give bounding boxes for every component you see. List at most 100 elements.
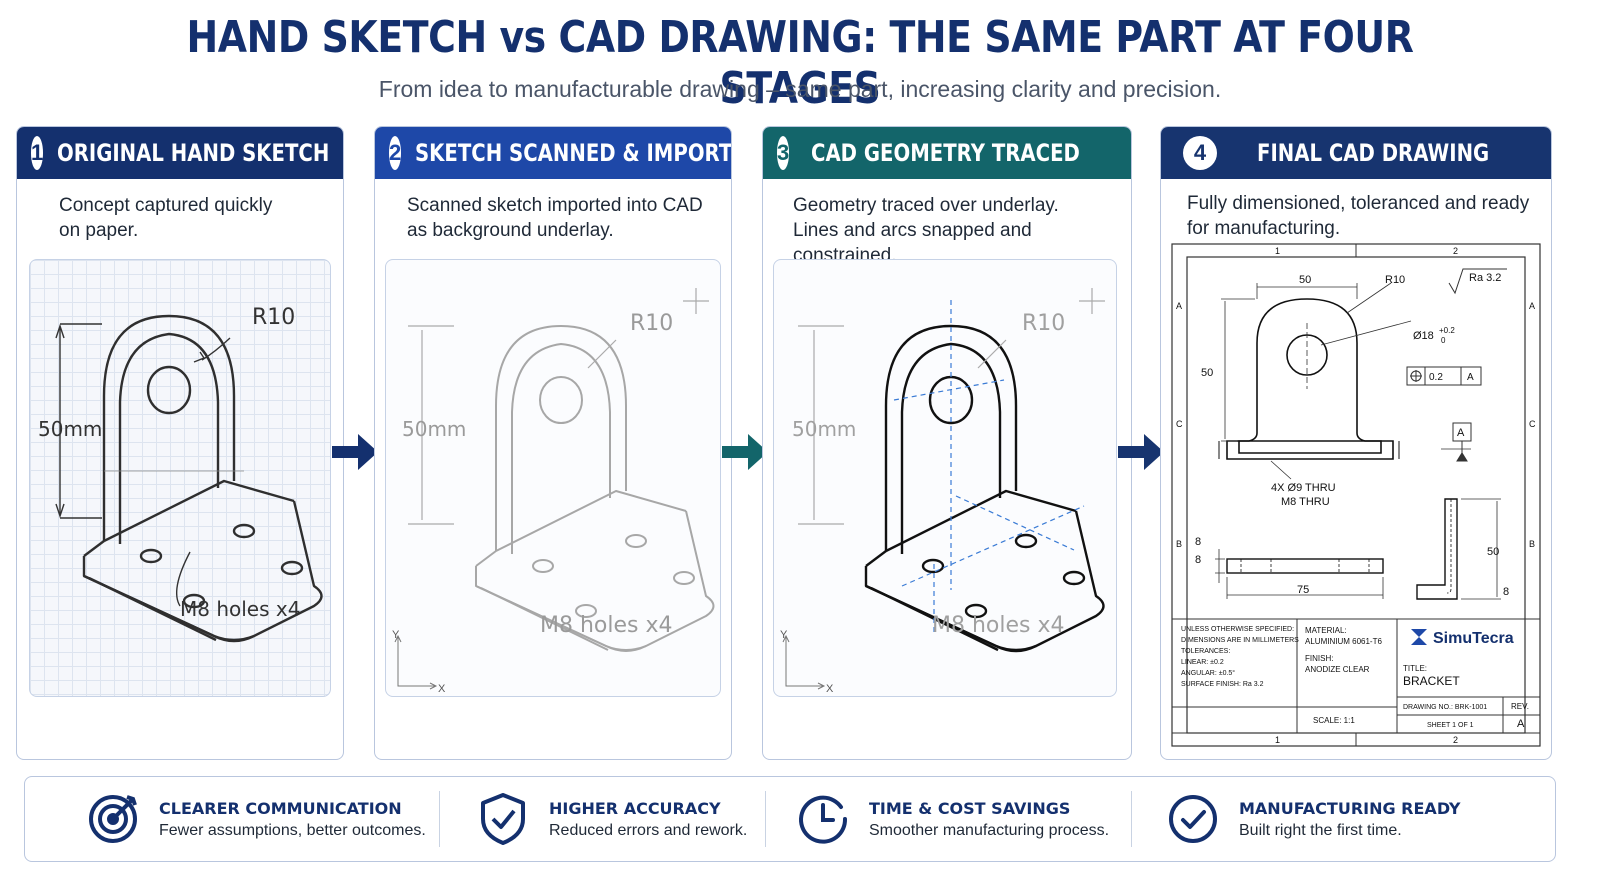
benefit-divider	[1131, 791, 1132, 847]
dim-thickness-1: 8	[1195, 536, 1201, 548]
traced-geometry-canvas: Y X R10 50mm M8 holes x4	[773, 259, 1117, 697]
benefit-2-title: HIGHER ACCURACY	[549, 798, 721, 818]
sketch-height-label: 50mm	[38, 417, 102, 441]
tb-finish-label: FINISH:	[1305, 654, 1333, 663]
tb-brand: SimuTecra	[1433, 630, 1514, 647]
tb-note-6: SURFACE FINISH: Ra 3.2	[1181, 681, 1264, 688]
datum-label: A	[1457, 427, 1465, 439]
stage-3-title: CAD GEOMETRY TRACED	[811, 139, 1081, 167]
underlay-radius-label: R10	[630, 311, 673, 336]
benefit-manufacturing-ready: MANUFACTURING READY Built right the firs…	[1165, 777, 1461, 861]
scanned-sketch-drawing: Y X R10 50mm M8 holes x4	[392, 288, 715, 695]
tb-scale: SCALE: 1:1	[1313, 716, 1355, 725]
zone-label-top-2: 2	[1453, 246, 1458, 256]
dim-side-height: 50	[1487, 546, 1499, 558]
stage-3-description: Geometry traced over underlay. Lines and…	[793, 193, 1131, 268]
hole-tolerance-upper: +0.2	[1439, 326, 1455, 335]
holes-note-1: 4X Ø9 THRU	[1271, 482, 1336, 494]
page-subtitle: From idea to manufacturable drawing – sa…	[378, 76, 1222, 102]
stage-4-title: FINAL CAD DRAWING	[1257, 139, 1490, 167]
arrow-2-to-3	[722, 434, 768, 470]
tb-title-label: TITLE:	[1403, 664, 1427, 673]
benefit-2-text: Reduced errors and rework.	[549, 821, 748, 839]
target-icon	[85, 791, 141, 847]
stage-3-panel: 3 CAD GEOMETRY TRACED Geometry traced ov…	[762, 126, 1132, 760]
hand-sketch-paper: R10 50mm M8 holes x4	[29, 259, 331, 697]
stage-1-desc-line-2: on paper.	[59, 220, 139, 241]
sketch-holes-label: M8 holes x4	[180, 597, 300, 621]
stage-3-desc-line-1: Geometry traced over underlay.	[793, 195, 1059, 216]
page-title: HAND SKETCH vs CAD DRAWING: THE SAME PAR…	[186, 12, 1414, 114]
bottom-view	[1226, 558, 1384, 574]
stage-1-description: Concept captured quickly on paper.	[59, 193, 343, 243]
benefit-divider	[439, 791, 440, 847]
benefit-4-title: MANUFACTURING READY	[1239, 798, 1461, 818]
tb-rev-label: REV.	[1511, 702, 1529, 711]
benefit-divider	[765, 791, 766, 847]
surface-finish-label: Ra 3.2	[1469, 272, 1501, 284]
benefit-3-title: TIME & COST SAVINGS	[869, 798, 1071, 818]
stage-2-number: 2	[389, 136, 402, 170]
underlay-axis-x: X	[438, 683, 446, 695]
dim-length-label: 75	[1297, 584, 1309, 596]
tb-sheet: SHEET 1 OF 1	[1427, 722, 1474, 729]
hole-tolerance-lower: 0	[1441, 336, 1446, 345]
zone-label-right-c: C	[1529, 419, 1536, 429]
benefits-bar: CLEARER COMMUNICATION Fewer assumptions,…	[24, 776, 1556, 862]
fcf-datum: A	[1467, 372, 1474, 383]
stage-1-header: 1 ORIGINAL HAND SKETCH	[17, 127, 343, 179]
stage-3-header: 3 CAD GEOMETRY TRACED	[763, 127, 1131, 179]
front-view	[1218, 298, 1400, 460]
tb-note-4: LINEAR: ±0.2	[1181, 659, 1224, 666]
stage-3-number: 3	[777, 136, 790, 170]
zone-label-right-b: B	[1529, 539, 1535, 549]
side-view	[1416, 498, 1458, 600]
hand-sketch-drawing: R10 50mm M8 holes x4	[38, 305, 323, 643]
title-block	[1171, 618, 1541, 734]
stage-4-panel: 4 FINAL CAD DRAWING Fully dimensioned, t…	[1160, 126, 1552, 760]
arrow-1-to-2	[332, 434, 378, 470]
zone-label-left-a: A	[1176, 301, 1182, 311]
benefit-1-title: CLEARER COMMUNICATION	[159, 798, 402, 818]
benefit-time-cost-savings: TIME & COST SAVINGS Smoother manufacturi…	[795, 777, 1109, 861]
benefit-3-text: Smoother manufacturing process.	[869, 821, 1110, 839]
traced-height-label: 50mm	[792, 417, 856, 441]
hole-diameter-label: Ø18	[1413, 330, 1434, 342]
stage-2-desc-line-1: Scanned sketch imported into CAD	[407, 195, 703, 216]
tb-material: ALUMINIUM 6061-T6	[1305, 637, 1382, 646]
stage-1-number: 1	[31, 136, 44, 170]
scanned-underlay-canvas: Y X R10 50mm M8 holes x4	[385, 259, 721, 697]
stage-1-desc-line-1: Concept captured quickly	[59, 195, 273, 216]
simutecra-logo: SimuTecra	[1411, 629, 1514, 647]
traced-radius-label: R10	[1022, 311, 1065, 336]
tb-finish: ANODIZE CLEAR	[1305, 665, 1370, 674]
tb-note-2: DIMENSIONS ARE IN MILLIMETERS	[1181, 637, 1299, 644]
zone-label-bottom-2: 2	[1453, 735, 1458, 745]
stage-2-header: 2 SKETCH SCANNED & IMPORTED	[375, 127, 731, 179]
tb-title: BRACKET	[1403, 674, 1460, 688]
stage-4-desc-line-2: for manufacturing.	[1187, 218, 1341, 239]
zone-label-left-b: B	[1176, 539, 1182, 549]
benefit-clearer-communication: CLEARER COMMUNICATION Fewer assumptions,…	[85, 777, 426, 861]
sketch-radius-label: R10	[252, 305, 295, 330]
zone-label-bottom-1: 1	[1275, 735, 1280, 745]
traced-axis-y: Y	[780, 629, 788, 641]
stage-1-title: ORIGINAL HAND SKETCH	[57, 139, 330, 167]
zone-label-right-a: A	[1529, 301, 1535, 311]
stage-1-panel: 1 ORIGINAL HAND SKETCH Concept captured …	[16, 126, 344, 760]
traced-axis-x: X	[826, 683, 834, 695]
stage-2-desc-line-2: as background underlay.	[407, 220, 614, 241]
holes-note-2: M8 THRU	[1281, 496, 1330, 508]
dim-radius-label: R10	[1385, 274, 1405, 286]
dim-side-thickness: 8	[1503, 586, 1509, 598]
stage-2-description: Scanned sketch imported into CAD as back…	[407, 193, 727, 243]
stage-4-header: 4 FINAL CAD DRAWING	[1161, 127, 1551, 179]
benefit-1-text: Fewer assumptions, better outcomes.	[159, 821, 426, 839]
tb-material-label: MATERIAL:	[1305, 626, 1347, 635]
underlay-holes-label: M8 holes x4	[540, 613, 673, 638]
underlay-height-label: 50mm	[402, 417, 466, 441]
dim-thickness-2: 8	[1195, 554, 1201, 566]
dim-height-label: 50	[1201, 367, 1213, 379]
benefit-4-text: Built right the first time.	[1239, 821, 1402, 839]
check-circle-icon	[1165, 791, 1221, 847]
